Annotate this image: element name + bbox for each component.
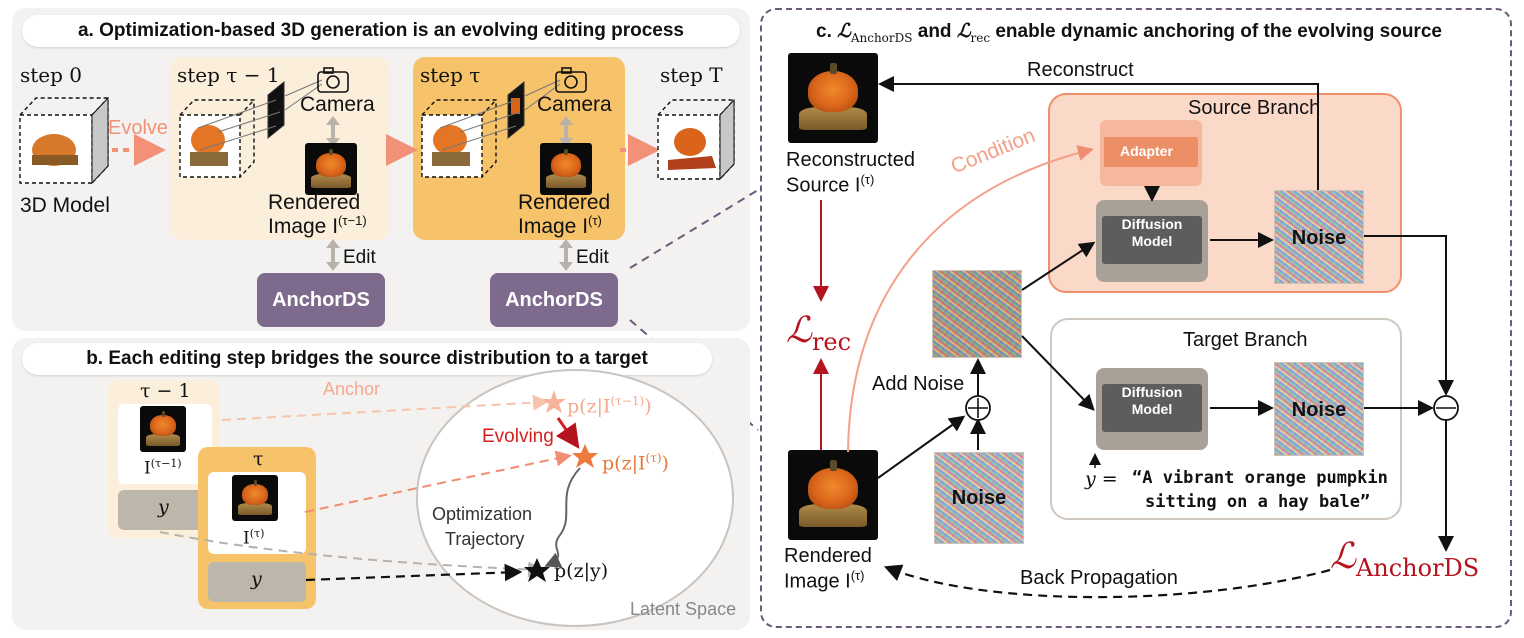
dist3-label: p(z|y) (554, 560, 609, 582)
image-label-1-text: Image I (268, 215, 339, 238)
card-tau-minus1-image-label: I(τ−1) (144, 458, 182, 479)
anchords-box-1: AnchorDS (257, 273, 385, 327)
card-tau-title: τ (253, 448, 264, 470)
latent-space-label: Latent Space (630, 599, 737, 619)
evolving-label: Evolving (482, 426, 554, 447)
rendered-image-c (788, 450, 878, 540)
diff2b: Model (1131, 401, 1173, 417)
card-tau-image-label: I(τ) (243, 528, 264, 549)
prompt-line-2: sitting on a hay bale” (1145, 492, 1371, 512)
diff1a: Diffusion (1121, 216, 1183, 232)
adapter-label: Adapter (1120, 143, 1173, 159)
rendered-image-tau (540, 143, 592, 195)
image-label-2-sup: (τ) (588, 213, 602, 228)
image-label-2-text: Image I (518, 215, 589, 238)
diff2a: Diffusion (1121, 384, 1183, 400)
l-rec-sub: rec (811, 328, 852, 357)
step-0-label: step 0 (20, 63, 83, 87)
noise-target-label: Noise (1291, 399, 1347, 421)
camera-label-2: Camera (537, 93, 612, 116)
source-branch-label: Source Branch (1188, 97, 1321, 119)
panel-b-title: b. Each editing step bridges the source … (22, 343, 712, 375)
recon-2-text: Source I (786, 174, 861, 197)
l-anchor-symbol: ℒ (1330, 536, 1356, 577)
noisy-pumpkin-image (932, 270, 1022, 358)
3d-model-label: 3D Model (20, 194, 110, 217)
card-tau-y-label: y (251, 568, 262, 590)
loss-anchords: ℒAnchorDS (1330, 538, 1479, 581)
step-T-label: step T (660, 63, 723, 87)
rendered-c-label-2: Image I(τ) (784, 569, 865, 593)
dist2-label: p(z|I(τ)) (602, 451, 669, 475)
panel-c-title: c. ℒAnchorDS and ℒrec enable dynamic anc… (770, 15, 1488, 47)
title-l2: ℒ (956, 20, 971, 42)
reconstructed-label-1: Reconstructed (786, 149, 915, 171)
edit-label-2: Edit (576, 247, 609, 268)
evolve-label: Evolve (108, 117, 169, 139)
card1-i: I (144, 458, 151, 479)
prompt-y: y = (1085, 468, 1118, 490)
dist1-sup: (τ−1) (610, 394, 645, 408)
back-propagation-label: Back Propagation (1020, 567, 1178, 589)
reconstructed-source-image (788, 53, 878, 143)
step-tau-minus1-label: step τ − 1 (177, 63, 280, 87)
l-anchor-sub: AnchorDS (1355, 554, 1480, 583)
noise-source-label: Noise (1291, 227, 1347, 249)
title-l1: ℒ (837, 20, 851, 42)
card1-sup: (τ−1) (150, 457, 182, 470)
camera-label-1: Camera (300, 93, 375, 116)
card-tau-minus1-y (118, 490, 212, 530)
dist2-sup: (τ) (645, 451, 662, 465)
title-mid: and (912, 21, 957, 42)
rendered-label-2: Rendered (518, 191, 611, 214)
image-label-1: Image I(τ−1) (268, 214, 367, 238)
card-tau-minus1-y-label: y (158, 496, 169, 518)
card2-i: I (243, 528, 250, 549)
loss-rec: ℒrec (786, 312, 851, 355)
target-branch-label: Target Branch (1183, 329, 1308, 351)
diff1b: Model (1131, 233, 1173, 249)
prompt-line-1: “A vibrant orange pumpkin (1132, 468, 1388, 488)
title-post: enable dynamic anchoring of the evolving… (990, 21, 1442, 42)
rendered-c-sup: (τ) (850, 568, 865, 583)
reconstructed-label-2: Source I(τ) (786, 173, 874, 197)
image-label-1-sup: (τ−1) (338, 213, 367, 228)
title-l1-sub: AnchorDS (850, 30, 913, 45)
rendered-label-1: Rendered (268, 191, 361, 214)
step-tau-label: step τ (420, 63, 481, 87)
dist1-label: p(z|I(τ−1)) (567, 394, 652, 418)
reconstruct-label: Reconstruct (1027, 59, 1134, 81)
image-label-2: Image I(τ) (518, 214, 602, 238)
title-pre: c. (816, 21, 838, 42)
card-tau-image (232, 475, 278, 521)
card-tau-minus1-title: τ − 1 (140, 380, 191, 402)
dist1-text: p(z|I (567, 395, 611, 418)
card2-sup: (τ) (249, 527, 265, 540)
recon-sup: (τ) (860, 172, 875, 187)
title-l2-sub: rec (970, 30, 991, 45)
noise-input: Noise (934, 452, 1024, 544)
rendered-c-label-1: Rendered (784, 545, 872, 567)
rendered-image-tau-minus1 (305, 143, 357, 195)
l-rec-symbol: ℒ (786, 310, 812, 351)
anchords-box-2: AnchorDS (490, 273, 618, 327)
noise-input-label: Noise (951, 487, 1007, 509)
trajectory-label-1: Optimization (432, 504, 533, 524)
trajectory-label-2: Trajectory (445, 529, 525, 549)
noise-target: Noise (1274, 362, 1364, 456)
panel-a-title: a. Optimization-based 3D generation is a… (22, 15, 740, 47)
anchor-label: Anchor (323, 379, 381, 399)
rendered-c-2-text: Image I (784, 570, 851, 593)
add-noise-label: Add Noise (872, 373, 965, 395)
noise-source: Noise (1274, 190, 1364, 284)
dist2-text: p(z|I (602, 452, 646, 475)
edit-label-1: Edit (343, 247, 376, 268)
card-tau-minus1-image (140, 406, 186, 452)
